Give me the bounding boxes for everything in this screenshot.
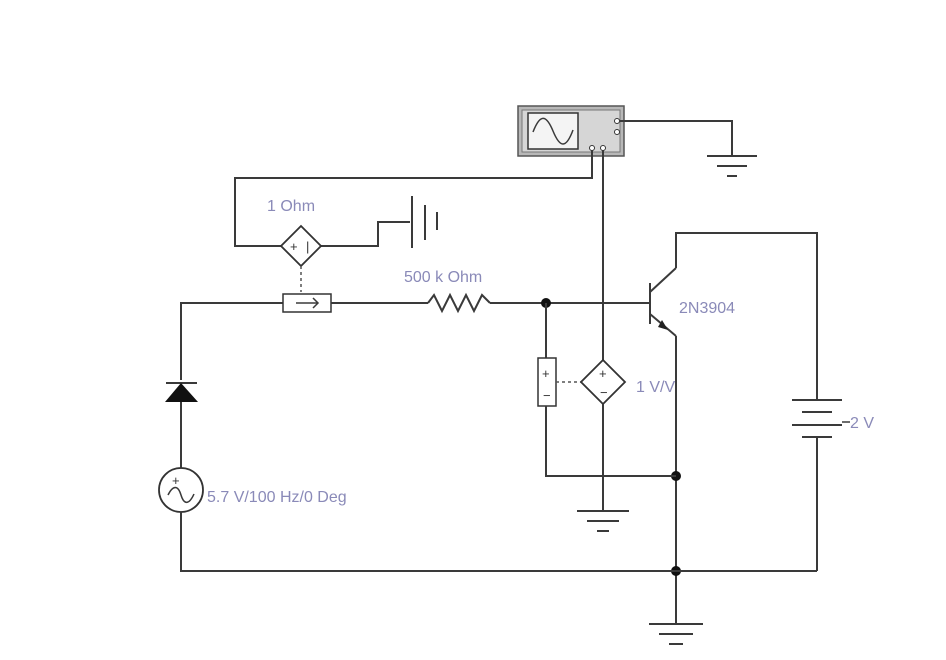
battery-icon[interactable] xyxy=(792,399,842,438)
current-sensor[interactable] xyxy=(282,293,332,313)
wire-voltmeter-bottom xyxy=(545,406,676,477)
svg-text:+: + xyxy=(290,239,298,254)
ccvs-label: 1 Ohm xyxy=(267,198,315,215)
svg-text:+: + xyxy=(172,473,180,488)
svg-text:|: | xyxy=(306,239,309,254)
diode-icon[interactable] xyxy=(165,382,198,468)
wire-scope-ground xyxy=(620,120,733,155)
battery-small-icon xyxy=(411,196,438,248)
oscilloscope-terminal-a[interactable] xyxy=(589,145,595,151)
wire-top-left xyxy=(180,302,283,380)
ground-icon xyxy=(577,510,629,532)
ccvs-diamond[interactable]: + | xyxy=(279,224,323,268)
transistor-npn[interactable] xyxy=(649,267,677,337)
ground-icon xyxy=(707,155,757,177)
svg-text:−: − xyxy=(543,388,551,403)
svg-text:−: − xyxy=(600,385,608,400)
oscilloscope-terminal-b[interactable] xyxy=(600,145,606,151)
oscilloscope[interactable] xyxy=(517,105,625,157)
vcvs-diamond[interactable]: + − xyxy=(579,358,627,406)
transistor-label: 2N3904 xyxy=(679,300,735,317)
resistor-icon[interactable] xyxy=(427,292,491,314)
svg-text:+: + xyxy=(542,366,550,381)
oscilloscope-terminal-trigger[interactable] xyxy=(614,129,620,135)
vcvs-label: 1 V/V xyxy=(636,379,675,396)
wire-bottom xyxy=(180,512,817,572)
resistor-label: 500 k Ohm xyxy=(404,269,482,286)
svg-text:+: + xyxy=(599,366,607,381)
wire-collector xyxy=(675,232,818,399)
voltmeter[interactable]: + − xyxy=(537,357,557,407)
oscilloscope-terminal-ground[interactable] xyxy=(614,118,620,124)
oscilloscope-waveform-icon xyxy=(532,117,574,145)
wire-scope-a xyxy=(234,150,593,247)
battery-label: 2 V xyxy=(850,415,874,432)
ac-source-label: 5.7 V/100 Hz/0 Deg xyxy=(207,489,347,506)
ground-icon xyxy=(649,623,703,645)
ac-source[interactable]: + xyxy=(158,467,204,513)
wire-ccvs-battery xyxy=(320,221,410,247)
